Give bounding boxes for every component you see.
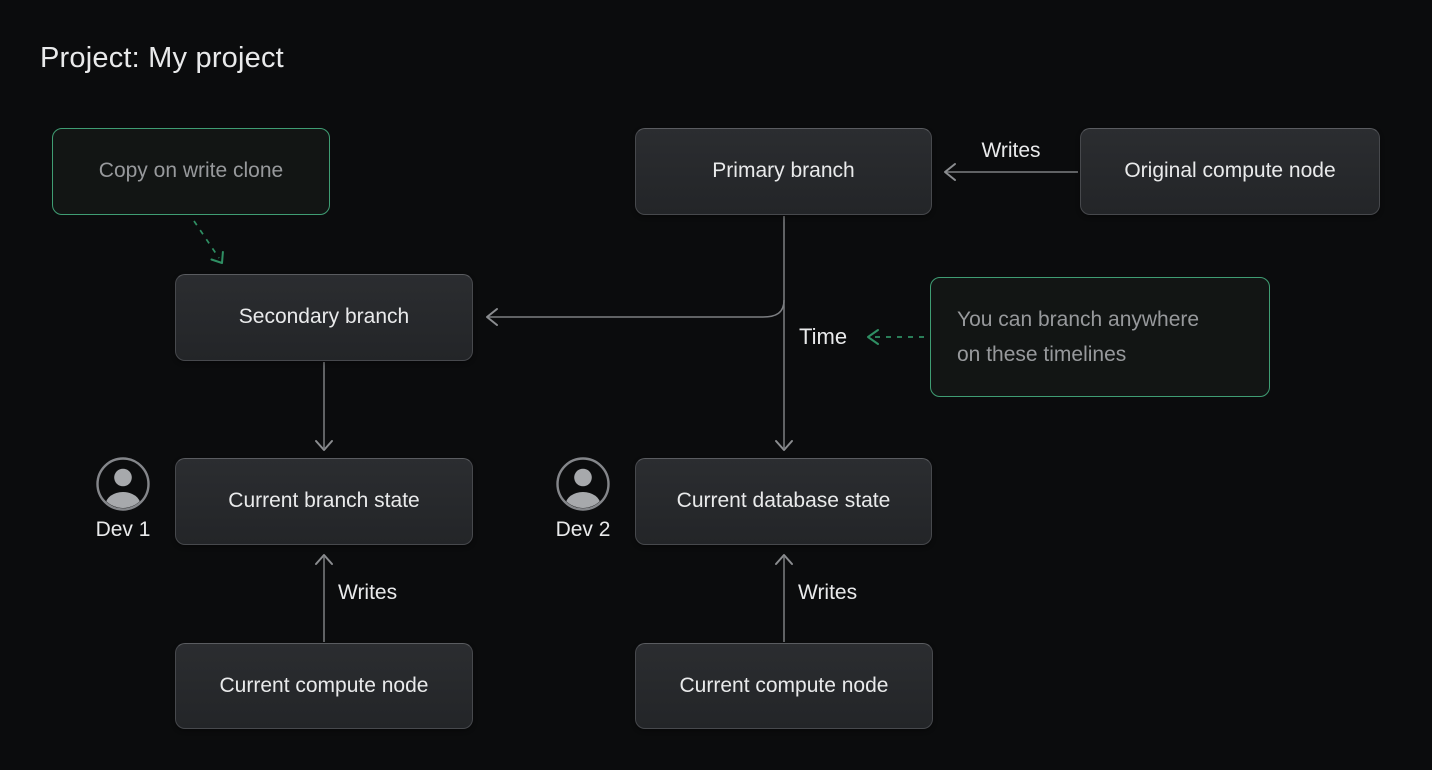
time-label: Time — [799, 324, 848, 349]
node-current-branch-state: Current branch state — [175, 458, 473, 545]
current-compute-node-left-label: Current compute node — [219, 673, 429, 697]
writes-left-label: Writes — [338, 581, 398, 604]
current-database-state-label: Current database state — [676, 489, 891, 513]
node-original-compute-node: Original compute node — [1080, 128, 1380, 215]
writes-top-arrowhead — [944, 163, 956, 181]
node-current-compute-node-right: Current compute node — [635, 643, 933, 729]
node-secondary-branch: Secondary branch — [175, 274, 473, 361]
time-dashed-arrowhead — [867, 329, 879, 345]
node-current-database-state: Current database state — [635, 458, 932, 545]
note-line-1: You can branch anywhere — [957, 308, 1200, 331]
dev1-label: Dev 1 — [95, 518, 151, 541]
node-primary-branch: Primary branch — [635, 128, 932, 215]
branch-anywhere-note: You can branch anywhere on these timelin… — [930, 277, 1270, 397]
copy-on-write-clone-label: Copy on write clone — [98, 159, 284, 183]
writes-top-label: Writes — [981, 139, 1041, 162]
person-icon — [556, 457, 610, 511]
branch-elbow-line — [488, 299, 785, 318]
node-copy-on-write-clone: Copy on write clone — [52, 128, 330, 215]
writes-right-arrowhead — [775, 554, 793, 565]
dev2-label: Dev 2 — [555, 518, 611, 541]
person-icon — [96, 457, 150, 511]
secondary-branch-label: Secondary branch — [238, 305, 410, 329]
current-branch-state-label: Current branch state — [228, 489, 420, 513]
writes-left-arrowhead — [315, 554, 333, 565]
writes-right-label: Writes — [798, 581, 858, 604]
secondary-timeline-arrowhead — [315, 440, 333, 451]
original-compute-node-label: Original compute node — [1124, 159, 1336, 183]
node-current-compute-node-left: Current compute node — [175, 643, 473, 729]
branch-elbow-arrowhead — [486, 308, 498, 326]
current-compute-node-right-label: Current compute node — [679, 673, 889, 697]
note-line-2: on these timelines — [957, 343, 1127, 366]
primary-branch-label: Primary branch — [712, 159, 855, 183]
primary-timeline-arrowhead — [775, 440, 793, 451]
clone-dashed-arrowhead — [210, 251, 224, 264]
page-title: Project: My project — [40, 42, 284, 74]
clone-dashed-line — [193, 220, 220, 259]
